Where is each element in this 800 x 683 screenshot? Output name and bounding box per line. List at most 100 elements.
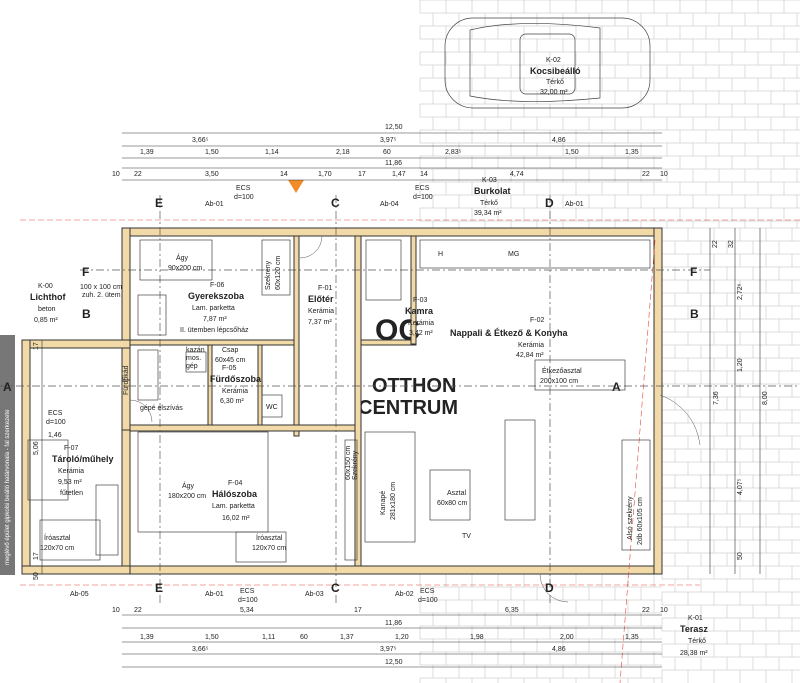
window-tag-ab01-top2: Ab-01 [565, 201, 584, 208]
coffee-table-size: 60x80 cm [437, 500, 468, 507]
exhaust-note: gépé elszívás [140, 405, 183, 412]
ecs-label-1: ECS [236, 185, 251, 192]
room-f04-code: F-04 [228, 480, 243, 487]
dim-left-3: 17 [33, 552, 40, 560]
dim-bot-r4-6: 10 [660, 607, 668, 614]
room-k03: K-03 Burkolat Térkő 39,34 m² [474, 177, 511, 217]
car-outline [444, 17, 651, 109]
dim-top-r2-4: 60 [383, 149, 391, 156]
dim-top-r4-8: 4,74 [510, 171, 524, 178]
window-tag-ab05-bot: Ab-05 [70, 591, 89, 598]
room-k01: K-01 Terasz Térkő 28,38 m² [680, 615, 708, 657]
room-f07-name: Tároló/műhely [52, 454, 114, 464]
dim-top-r2-5: 2,83⁵ [445, 149, 462, 156]
dim-top-r4-3: 14 [280, 171, 288, 178]
kitchen-mg-label: MG [508, 251, 519, 258]
room-f05-area: 6,30 m² [220, 398, 244, 405]
boiler-label: kazán [186, 347, 205, 354]
walls [21, 227, 663, 575]
axis-c-bottom: C [331, 581, 340, 595]
room-k00-floor: beton [38, 306, 56, 313]
room-f05-code: F-05 [222, 365, 237, 372]
room-f03: F-03 Kamra Kerámia 3,42 m² [405, 297, 434, 337]
bed-main-label: Ágy [182, 481, 195, 490]
room-f02-code: F-02 [530, 317, 545, 324]
storage-desk-size: 120x70 cm [40, 545, 74, 552]
entrance-marker [288, 180, 304, 193]
room-f02-area: 42,84 m² [516, 352, 544, 359]
room-k03-area: 39,34 m² [474, 210, 502, 217]
room-k01-code: K-01 [688, 615, 703, 622]
dim-bot-r3-0: 11,86 [385, 620, 402, 627]
dim-bot-r4-5: 22 [642, 607, 650, 614]
room-f01-code: F-01 [318, 285, 333, 292]
dim-bot-r4-4: 6,35 [505, 607, 519, 614]
room-f03-name: Kamra [405, 306, 434, 316]
room-f07-note: fűtetlen [60, 490, 83, 497]
ecs-d-4: d=100 [238, 597, 258, 604]
bed-kid-label: Ágy [176, 253, 189, 262]
axis-a-right: A [612, 380, 621, 394]
desk-main-size: 120x70 cm [252, 545, 286, 552]
room-f04-area: 16,02 m² [222, 515, 250, 522]
room-f06-code: F-06 [210, 282, 225, 289]
room-f01-floor: Kerámia [308, 308, 334, 315]
dim-top-r1-2: 4,86 [552, 137, 566, 144]
dim-top-r1-0: 3,66⁵ [192, 137, 209, 144]
dim-right-1: 32 [728, 240, 735, 248]
room-f03-code: F-03 [413, 297, 428, 304]
ecs-d-1: d=100 [234, 194, 254, 201]
dim-top-r3-0: 11,86 [385, 160, 402, 167]
room-f01-name: Előtér [308, 294, 334, 304]
dim-top-r2-2: 1,14 [265, 149, 279, 156]
dim-right-2: 2,72⁶ [737, 283, 744, 300]
room-f01: F-01 Előtér Kerámia 7,37 m² [308, 285, 334, 326]
dim-bot-r2-5: 1,20 [395, 634, 409, 641]
room-k02: K-02 Kocsibeálló Térkő 32,00 m² [530, 57, 581, 96]
window-tag-ab01-bot: Ab-01 [205, 591, 224, 598]
dim-top-r4-7: 14 [420, 171, 428, 178]
washer-label-2: gép [186, 363, 198, 370]
wc-label: WC [266, 404, 278, 411]
watermark-word1: OTTHON [372, 375, 456, 397]
low-cabinet-label: Alsó szekrény [627, 496, 634, 540]
room-k02-code: K-02 [546, 57, 561, 64]
dim-right-5: 8,00 [762, 391, 769, 405]
room-f04-floor: Lam. parketta [212, 503, 255, 510]
room-k01-area: 28,38 m² [680, 650, 708, 657]
furniture [27, 239, 651, 563]
dim-bot-r2-6: 1,98 [470, 634, 484, 641]
dim-bot-r2-2: 1,11 [262, 634, 275, 641]
watermark-word2: CENTRUM [358, 397, 458, 419]
dim-left-2: 1,46 [48, 432, 62, 439]
dim-left-1: 5,06 [33, 441, 40, 455]
room-k03-name: Burkolat [474, 186, 511, 196]
storage-desk-label: Íróasztal [44, 533, 71, 542]
dim-bot-r2-1: 1,50 [205, 634, 219, 641]
room-f04: F-04 Hálószoba Lam. parketta 16,02 m² Ág… [168, 446, 359, 552]
dim-bot-r2-4: 1,37 [340, 634, 354, 641]
dim-bot-r4-3: 17 [354, 607, 362, 614]
dim-left-4: 50 [33, 572, 40, 580]
room-k00-code: K-00 [38, 283, 53, 290]
cut-lines [0, 195, 800, 683]
dim-top-r4-9: 22 [642, 171, 650, 178]
coffee-table-label: Asztal [447, 490, 467, 497]
tv-label: TV [462, 533, 471, 540]
axis-markers: A A F F B B E E C C D D [3, 196, 699, 595]
sink-size: 60x45 cm [215, 357, 246, 364]
dim-top-r2-0: 1,39 [140, 149, 154, 156]
room-k00: K-00 Lichthof beton 0,85 m² 100 x 100 cm… [30, 283, 122, 324]
room-f04-name: Hálószoba [212, 489, 258, 499]
room-k01-floor: Térkő [688, 638, 706, 645]
ecs-label-4: ECS [240, 588, 255, 595]
paving-grid [419, 0, 800, 683]
axis-f-left: F [82, 265, 89, 279]
sink-label: Csap [222, 347, 238, 354]
dim-top-r2-3: 2,18 [336, 149, 350, 156]
dim-bot-r2-8: 1,35 [625, 634, 639, 641]
room-f06-area: 7,87 m² [203, 316, 227, 323]
dim-top-r4-4: 1,70 [318, 171, 332, 178]
room-f02: F-02 Nappali & Étkező & Konyha Kerámia 4… [380, 251, 644, 545]
sofa-size: 281x180 cm [390, 482, 397, 520]
